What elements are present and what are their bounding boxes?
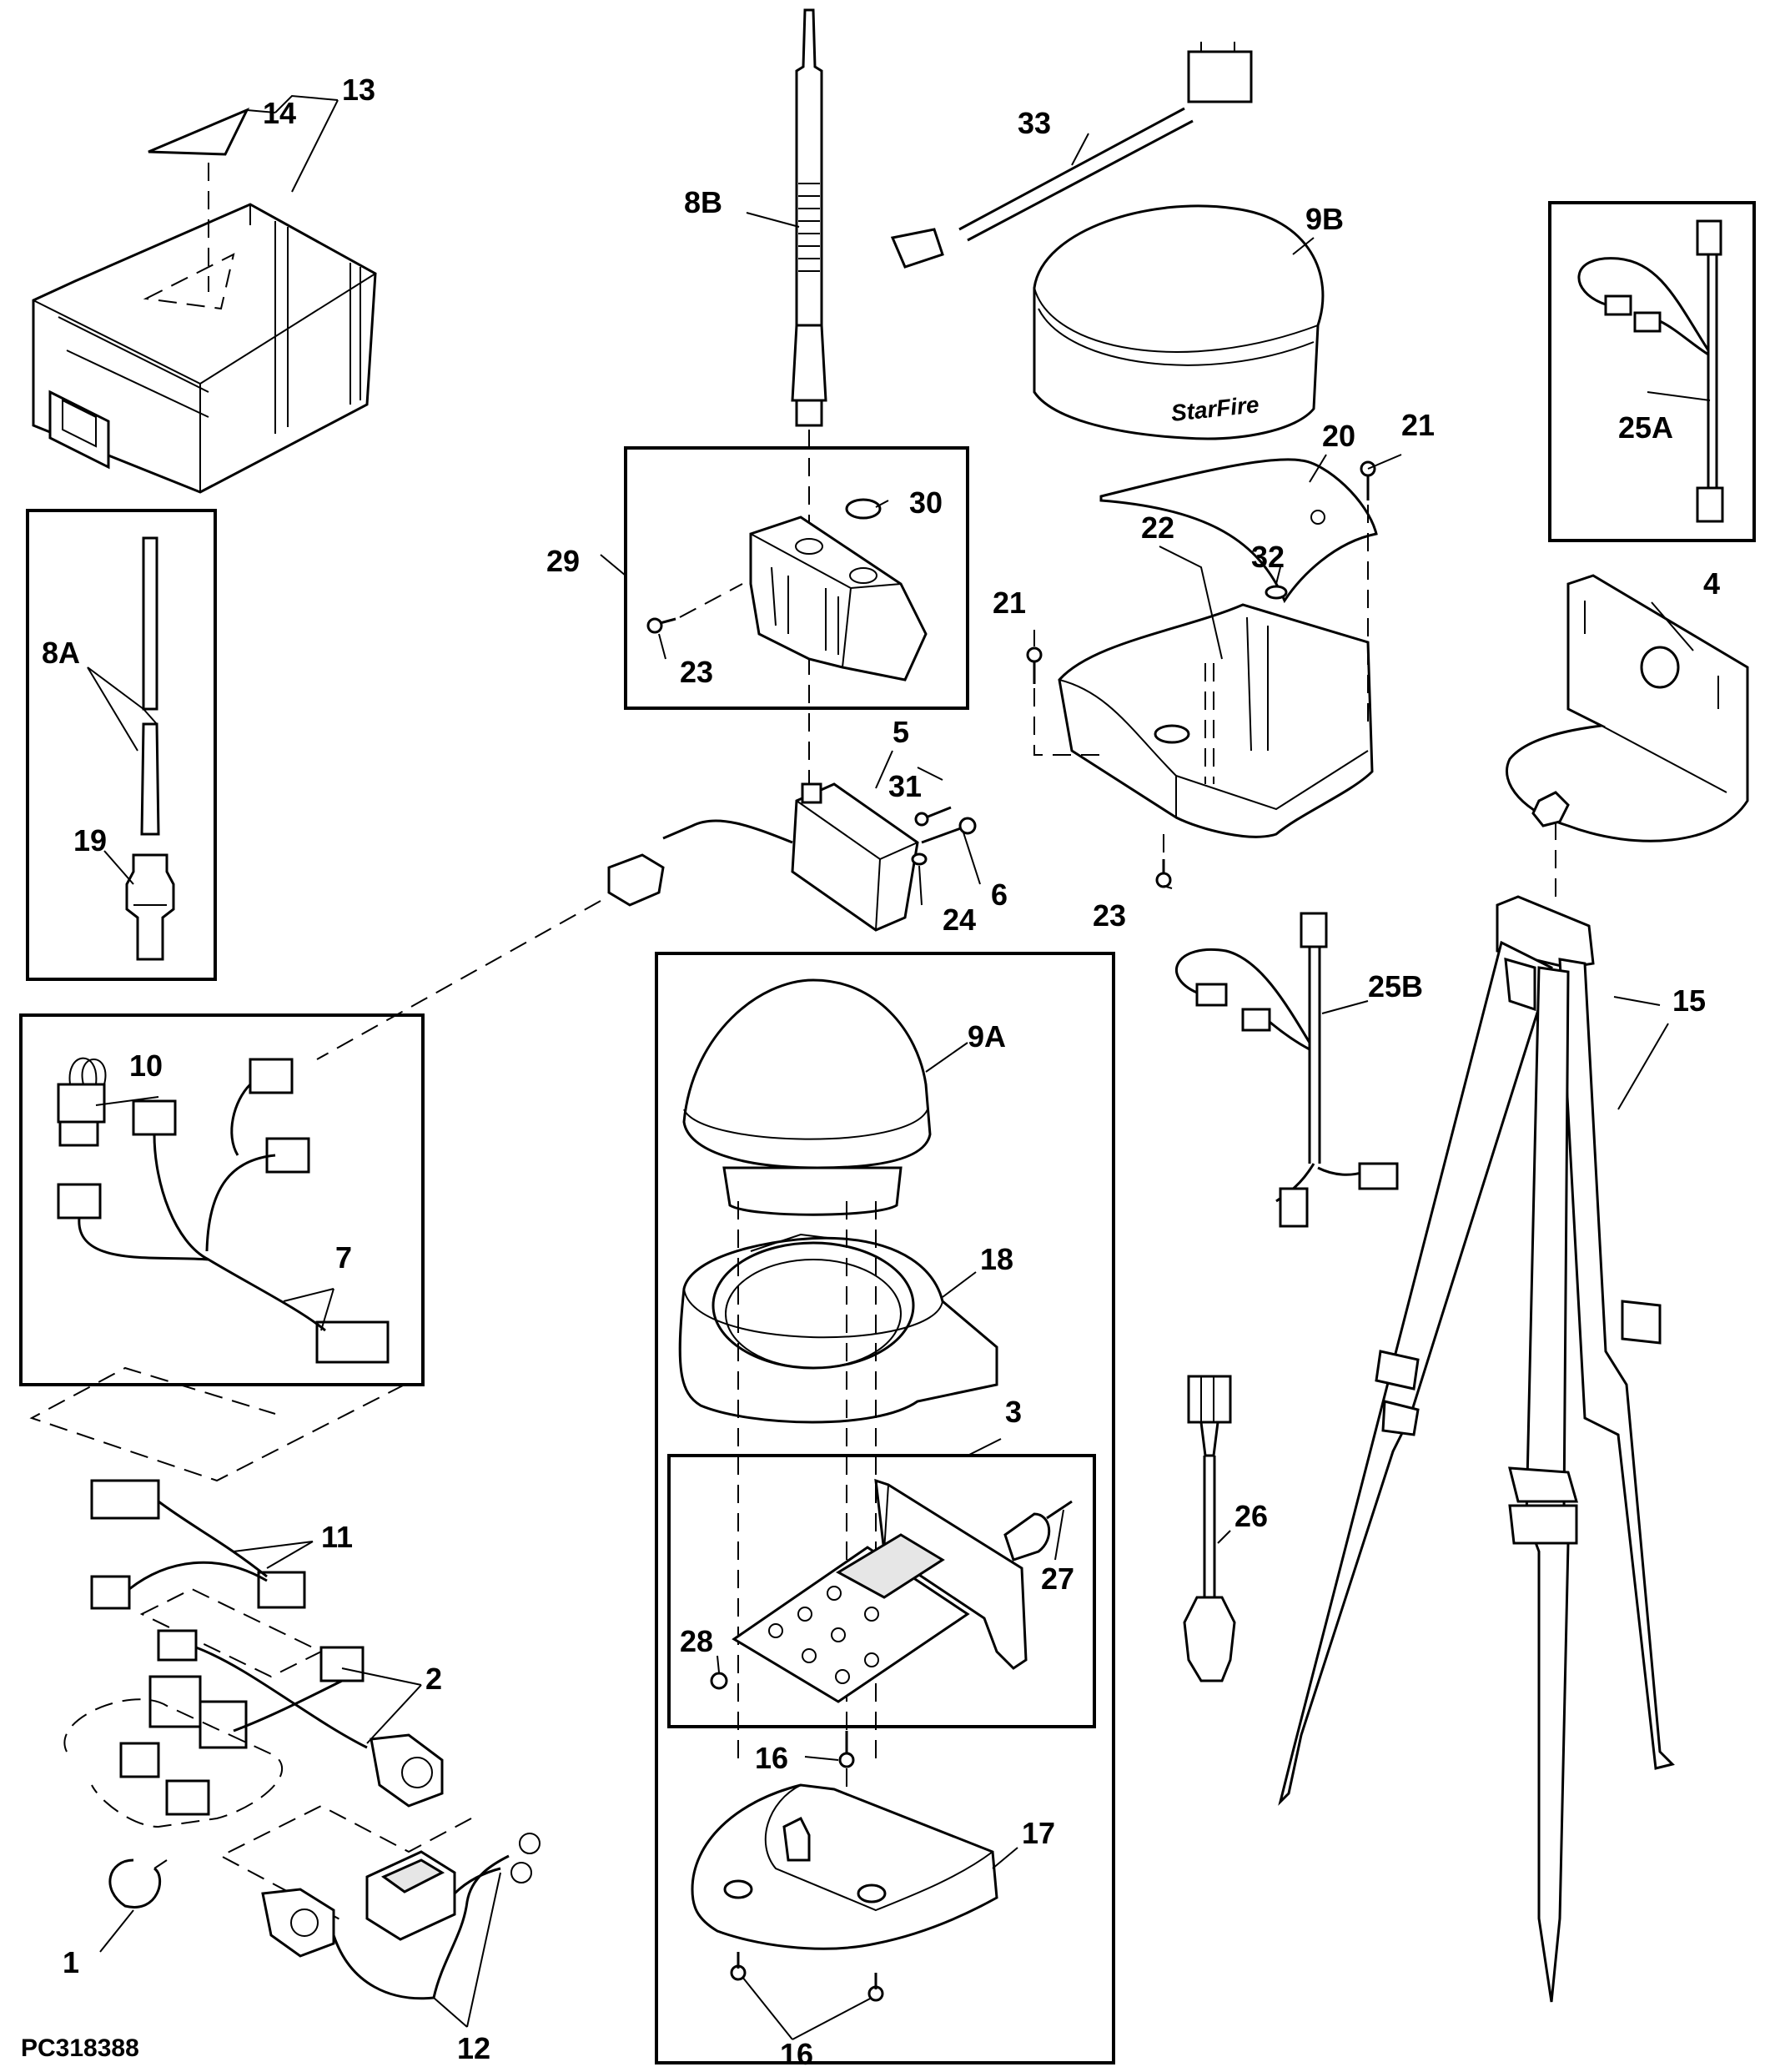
- callout-8a: 8A: [42, 636, 80, 670]
- callout-19: 19: [73, 823, 107, 857]
- callout-10: 10: [129, 1049, 163, 1083]
- receiver-9a: [682, 978, 932, 1216]
- callout-9a: 9A: [968, 1019, 1006, 1054]
- callout-31: 31: [888, 769, 922, 803]
- screw-31: [914, 806, 952, 827]
- group-box-harness-7: [19, 1013, 425, 1386]
- group-box-receiver-9a: [655, 952, 1115, 2064]
- antenna-adapter-19: [125, 853, 175, 961]
- antenna-mount-29: [749, 515, 928, 681]
- base-17: [691, 1783, 998, 1950]
- nut-28: [710, 1672, 728, 1690]
- dashed-link-radio-to-harness: [316, 900, 601, 1060]
- harness-2: [119, 1629, 444, 1816]
- callout-15: 15: [1672, 983, 1706, 1018]
- callout-7: 7: [335, 1240, 352, 1275]
- sunshield-20: [1099, 458, 1378, 604]
- group-box-antenna-8a: [26, 509, 217, 981]
- harness-25a: [1577, 219, 1724, 523]
- callout-4: 4: [1703, 566, 1720, 601]
- callout-22: 22: [1141, 510, 1174, 545]
- callout-23-mount: 23: [680, 655, 713, 689]
- cable-33: [890, 42, 1253, 269]
- callout-9b: 9B: [1305, 202, 1344, 236]
- bracket-4: [1506, 574, 1749, 842]
- callout-1: 1: [63, 1945, 79, 1979]
- cable-26: [1183, 1375, 1236, 1682]
- callout-23-housing: 23: [1093, 898, 1126, 933]
- callout-33: 33: [1018, 106, 1051, 140]
- mount-ring-18: [678, 1233, 998, 1424]
- callout-14: 14: [263, 96, 296, 130]
- screw-23-mount: [646, 583, 743, 634]
- callout-11: 11: [321, 1520, 353, 1554]
- callout-6: 6: [991, 878, 1008, 912]
- receiver-9b: StarFire: [1033, 204, 1325, 440]
- callout-8b: 8B: [684, 185, 722, 219]
- washer-24: [911, 852, 928, 866]
- callout-21-top: 21: [1401, 408, 1435, 442]
- group-box-harness-25a: [1548, 201, 1756, 542]
- screw-21-left: [1026, 646, 1101, 756]
- bumper-27: [1003, 1500, 1073, 1562]
- callout-18: 18: [980, 1242, 1013, 1276]
- dashed-box-2: [63, 1698, 283, 1828]
- callout-20: 20: [1322, 419, 1355, 453]
- dashed-link-2-to-12: [219, 1804, 472, 1924]
- cap-30: [845, 498, 882, 520]
- harness-11: [90, 1479, 306, 1610]
- radio-module-5: [607, 782, 919, 932]
- screw-23-housing: [1155, 834, 1172, 888]
- harness-12: [261, 1833, 541, 2000]
- screw-16-top: [838, 1731, 855, 1768]
- screws-16-bottom: [730, 1952, 884, 2002]
- group-box-bracket-3: [667, 1454, 1096, 1728]
- callout-21-left: 21: [993, 586, 1026, 620]
- callout-24: 24: [943, 903, 976, 937]
- callout-28: 28: [680, 1624, 713, 1658]
- callout-26: 26: [1234, 1499, 1268, 1533]
- callout-25a: 25A: [1618, 410, 1673, 445]
- carrying-case: [32, 203, 377, 494]
- callout-16-bottom: 16: [780, 2037, 813, 2071]
- antenna-whip-8a: [140, 536, 160, 836]
- callout-13: 13: [342, 73, 375, 107]
- washer-32: [1265, 585, 1288, 600]
- bracket-3-plate: [732, 1478, 1028, 1703]
- callout-29: 29: [546, 544, 580, 578]
- terminator-plug-10: [57, 1057, 107, 1147]
- antenna-whip-8b: [791, 8, 827, 427]
- callout-32: 32: [1251, 540, 1285, 574]
- group-box-mount-29: [624, 446, 969, 710]
- warning-label: [148, 108, 250, 292]
- callout-27: 27: [1041, 1562, 1074, 1596]
- leader-lines: [87, 94, 1711, 2040]
- callout-17: 17: [1022, 1816, 1055, 1850]
- cable-clamp-1: [108, 1858, 168, 1909]
- dashed-link-7-to-11: [29, 1366, 405, 1482]
- tripod-15: [1278, 895, 1675, 2003]
- callout-12: 12: [457, 2031, 490, 2065]
- dashed-axis-22: [1204, 663, 1214, 784]
- figure-id: PC318388: [21, 2034, 139, 2062]
- callout-30: 30: [909, 485, 943, 520]
- callout-2: 2: [425, 1662, 442, 1696]
- screw-6: [921, 817, 977, 844]
- harness-7: [57, 1058, 390, 1364]
- callout-25b: 25B: [1368, 969, 1423, 1003]
- callout-16-top: 16: [755, 1741, 788, 1775]
- receiver-housing-22: [1058, 603, 1374, 838]
- callout-5: 5: [893, 715, 909, 749]
- callout-3: 3: [1005, 1395, 1022, 1429]
- harness-25b: [1175, 912, 1399, 1228]
